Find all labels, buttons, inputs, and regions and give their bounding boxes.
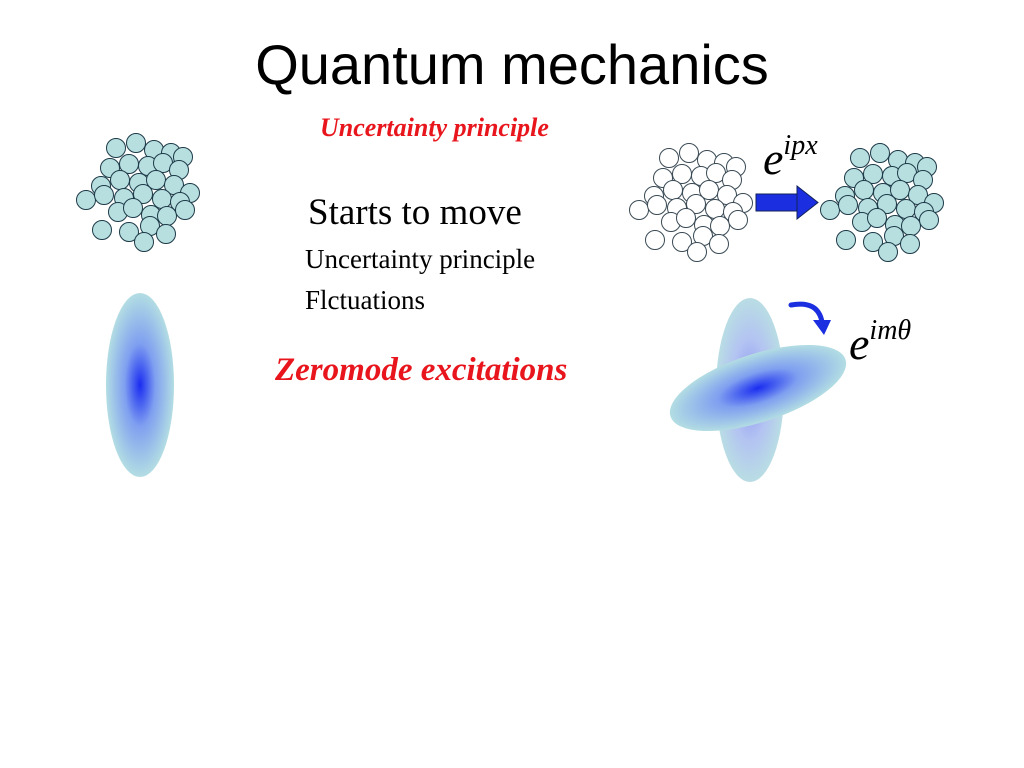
particle	[836, 230, 856, 250]
uncertainty-heading: Uncertainty principle	[320, 113, 549, 142]
particle	[838, 195, 858, 215]
particle	[679, 143, 699, 163]
particle	[863, 232, 883, 252]
particle	[820, 200, 840, 220]
particle	[901, 216, 921, 236]
zeromode-heading: Zeromode excitations	[275, 352, 568, 388]
particle	[175, 200, 195, 220]
particle	[629, 200, 649, 220]
particle	[94, 185, 114, 205]
translation-arrow-icon	[755, 184, 819, 221]
particle-cluster-after	[820, 143, 944, 262]
particle	[850, 148, 870, 168]
particle	[106, 138, 126, 158]
particle	[686, 194, 706, 214]
particle	[110, 170, 130, 190]
particle	[900, 234, 920, 254]
particle	[76, 190, 96, 210]
particle	[877, 194, 897, 214]
particle	[152, 189, 172, 209]
particle	[710, 216, 730, 236]
particle	[126, 133, 146, 153]
starts-to-move-text: Starts to move	[308, 192, 522, 233]
particle	[896, 199, 916, 219]
rotation-arrow-icon	[788, 301, 831, 335]
phase-exponent: ipx	[783, 130, 818, 161]
particle	[687, 242, 707, 262]
particle	[133, 184, 153, 204]
particle	[92, 220, 112, 240]
phase-base: e	[849, 318, 870, 369]
particle	[645, 230, 665, 250]
particle	[728, 210, 748, 230]
wavepacket-ellipse-rotated	[669, 298, 847, 482]
particle	[705, 199, 725, 219]
list-item: Flctuations	[305, 285, 425, 315]
particle	[709, 234, 729, 254]
particle	[867, 208, 887, 228]
particle	[659, 148, 679, 168]
momentum-phase-factor: eipx	[763, 130, 818, 185]
particle	[134, 232, 154, 252]
particle	[919, 210, 939, 230]
phase-base: e	[763, 133, 784, 184]
particle	[156, 224, 176, 244]
particle	[870, 143, 890, 163]
particle	[663, 180, 683, 200]
rotation-phase-factor: eimθ	[849, 315, 912, 370]
particle	[157, 206, 177, 226]
list-item: Uncertainty principle	[305, 244, 536, 274]
wavepacket-ellipse-left	[106, 293, 174, 477]
particle	[878, 242, 898, 262]
particle-cluster-before	[629, 143, 753, 262]
particle	[854, 180, 874, 200]
particle	[676, 208, 696, 228]
particle	[647, 195, 667, 215]
phase-exponent: imθ	[869, 315, 912, 346]
particle	[119, 222, 139, 242]
particle-cluster-left	[76, 133, 200, 252]
particle	[672, 232, 692, 252]
particle	[123, 198, 143, 218]
page-title: Quantum mechanics	[255, 33, 769, 96]
